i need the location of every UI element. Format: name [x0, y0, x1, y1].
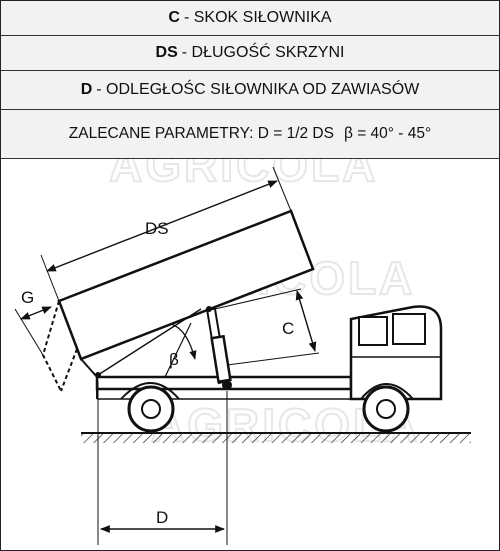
ground-hatch: [81, 434, 471, 443]
hinge-link: [80, 358, 98, 378]
rear-wheel-arch: [120, 382, 180, 400]
legend-row-d: D - ODLEGŁOŚC SIŁOWNIKA OD ZAWIASÓW: [1, 71, 499, 110]
g-dimension-line: [20, 306, 52, 320]
legend-text-ds: - DŁUGOŚĆ SKRZYNI: [181, 44, 345, 61]
g-extension: [14, 308, 44, 356]
legend-key-d: D: [80, 81, 93, 98]
c-dimension-line: [295, 290, 317, 352]
beta-leg: [164, 322, 192, 378]
legend-row-c: C - SKOK SIŁOWNIKA: [1, 1, 499, 36]
legend-row-ds: DS - DŁUGOŚĆ SKRZYNI: [1, 36, 499, 71]
label-g: G: [21, 288, 34, 307]
ds-extension-right: [272, 166, 292, 212]
rear-wheel-hub: [141, 399, 161, 419]
ds-dimension-line: [46, 180, 278, 272]
support-strut: [97, 308, 202, 376]
legend-text-c: - SKOK SIŁOWNIKA: [183, 9, 332, 26]
legend-text-d: - ODLEGŁOŚC SIŁOWNIKA OD ZAWIASÓW: [96, 81, 420, 98]
recommended-angle-text: β = 40° - 45°: [343, 125, 432, 142]
tipper-truck-diagram: AGRICOLA AGRICOLA AGRICOLA: [14, 159, 471, 545]
front-wheel-arch: [360, 383, 414, 400]
label-d: D: [156, 508, 168, 527]
cylinder-top-pin: [206, 306, 212, 312]
legend-key-c: C: [168, 9, 180, 26]
recommended-params-row: ZALECANE PARAMETRY: D = 1/2 DS β = 40° -…: [1, 110, 499, 159]
cab-window-right: [392, 313, 426, 345]
legend-key-ds: DS: [155, 44, 178, 61]
label-ds: DS: [145, 219, 169, 238]
cab-window-left: [358, 316, 388, 346]
c-extension-top: [214, 288, 302, 310]
front-wheel-hub: [376, 399, 396, 419]
label-beta: β: [169, 350, 179, 369]
recommended-params-text: ZALECANE PARAMETRY: D = 1/2 DS: [68, 125, 334, 142]
beta-arc: [170, 323, 197, 360]
hydraulic-cylinder-body: [210, 334, 232, 384]
ds-extension-left: [40, 254, 60, 302]
label-c: C: [282, 319, 294, 338]
cylinder-mount: [222, 380, 232, 390]
watermark-text: AGRICOLA: [109, 159, 378, 191]
c-extension-bottom: [226, 352, 320, 366]
